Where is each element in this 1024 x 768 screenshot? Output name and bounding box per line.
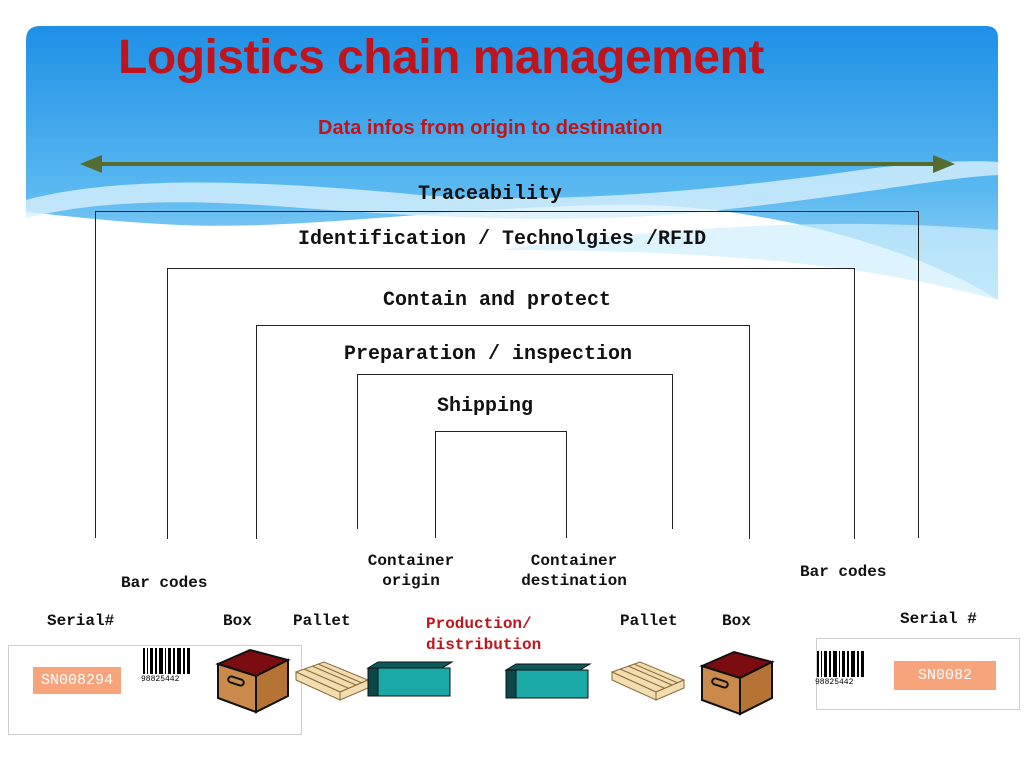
- serial-number-right: SN0082: [894, 661, 997, 690]
- frame-shipping: [357, 374, 673, 529]
- label-pallet-left: Pallet: [293, 612, 351, 630]
- origin-destination-arrow: [80, 155, 955, 173]
- barcode-right-icon: 98825442: [815, 651, 864, 685]
- barcode-left-icon: 98825442: [141, 648, 190, 682]
- barcode-right-number: 98825442: [815, 678, 854, 685]
- serial-number-left: SN008294: [33, 667, 122, 694]
- label-serial-right: Serial #: [900, 610, 977, 628]
- label-bar-codes-right: Bar codes: [800, 563, 887, 581]
- label-identification: Identification / Technolgies /RFID: [298, 228, 707, 251]
- frame-contain: [167, 268, 855, 539]
- label-container-destination: Container destination: [521, 552, 627, 590]
- label-contain-protect: Contain and protect: [383, 289, 612, 312]
- label-production: Production/ distribution: [426, 615, 542, 654]
- box-right-icon: [699, 650, 775, 716]
- label-traceability: Traceability: [418, 183, 563, 206]
- box-left-icon: [215, 648, 291, 714]
- pallet-right-icon: [610, 661, 686, 701]
- barcode-left-number: 98825442: [141, 675, 180, 682]
- container-origin-icon: [366, 661, 454, 697]
- container-destination-icon: [504, 663, 592, 699]
- page-subtitle: Data infos from origin to destination: [318, 117, 663, 139]
- label-box-right: Box: [722, 612, 751, 630]
- label-serial-left: Serial#: [47, 612, 115, 630]
- label-shipping: Shipping: [437, 395, 534, 418]
- frame-inner: [435, 431, 567, 538]
- label-box-left: Box: [223, 612, 252, 630]
- frame-preparation: [256, 325, 750, 539]
- pallet-left-icon: [294, 661, 370, 701]
- frame-identification: [95, 211, 919, 538]
- label-container-origin: Container origin: [367, 552, 455, 590]
- label-pallet-right: Pallet: [620, 612, 678, 630]
- label-bar-codes-left: Bar codes: [121, 574, 208, 592]
- page-title: Logistics chain management: [118, 31, 764, 84]
- label-preparation: Preparation / inspection: [344, 343, 633, 366]
